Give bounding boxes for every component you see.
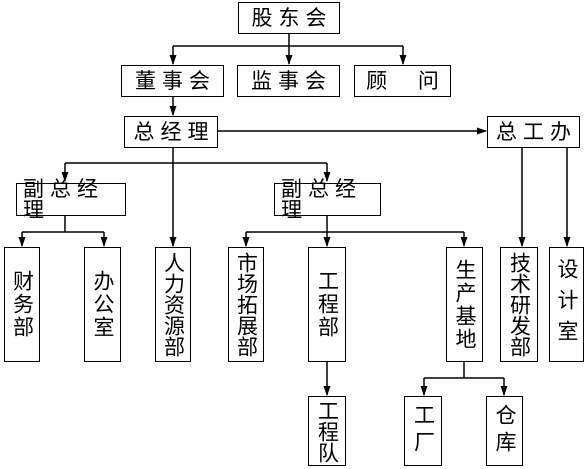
node-general-manager: 总经理 xyxy=(124,116,218,148)
node-label: 财务部 xyxy=(10,270,35,339)
node-finance: 财务部 xyxy=(4,247,40,362)
node-label: 股东会 xyxy=(251,5,333,30)
node-label: 总经理 xyxy=(133,119,215,144)
node-board: 董事会 xyxy=(121,65,224,97)
node-warehouse: 仓库 xyxy=(486,396,523,466)
node-label: 生产基地 xyxy=(453,258,477,351)
node-chief-engineer-office: 总工办 xyxy=(487,116,580,148)
node-shareholders: 股东会 xyxy=(238,2,340,34)
node-hr: 人力资源部 xyxy=(155,247,191,362)
node-label: 董事会 xyxy=(135,68,216,93)
node-label: 工程部 xyxy=(315,270,340,339)
node-label: 顾 问 xyxy=(366,68,439,93)
node-label: 市场拓展部 xyxy=(234,252,259,357)
node-label: 技术研发部 xyxy=(507,252,532,357)
node-label: 仓库 xyxy=(493,404,517,458)
node-marketing: 市场拓展部 xyxy=(228,247,264,362)
node-label: 工厂 xyxy=(411,404,436,458)
node-engineering: 工程部 xyxy=(308,247,346,362)
node-label: 设计室 xyxy=(555,258,579,351)
node-deputy-gm-right: 副总经理 xyxy=(274,178,381,220)
node-label: 副总经理 xyxy=(281,176,362,222)
node-design: 设计室 xyxy=(549,247,584,362)
node-factory: 工厂 xyxy=(404,396,442,466)
node-label: 办公室 xyxy=(91,270,115,339)
node-deputy-gm-left: 副总经理 xyxy=(16,178,126,220)
node-label: 人力资源部 xyxy=(161,252,186,357)
node-supervisors: 监事会 xyxy=(237,65,340,97)
node-rnd: 技术研发部 xyxy=(500,247,538,362)
node-office: 办公室 xyxy=(84,247,121,362)
node-construction-team: 工程队 xyxy=(308,396,346,466)
node-label: 监事会 xyxy=(251,68,332,93)
node-label: 总工办 xyxy=(496,119,577,144)
node-label: 工程队 xyxy=(315,399,340,463)
node-label: 副总经理 xyxy=(23,176,104,222)
node-advisor: 顾 问 xyxy=(354,65,451,97)
node-production-base: 生产基地 xyxy=(446,247,483,362)
